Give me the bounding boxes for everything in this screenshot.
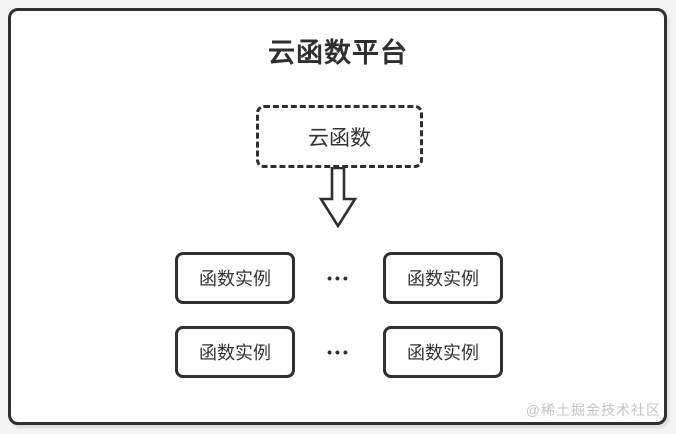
function-instance-label: 函数实例 [199, 343, 271, 363]
function-instance-node: 函数实例 [175, 326, 295, 378]
down-arrow-icon [318, 167, 358, 228]
function-instance-node: 函数实例 [383, 252, 503, 304]
cloud-function-label: 云函数 [308, 126, 371, 150]
function-instance-node: 函数实例 [383, 326, 503, 378]
function-instance-label: 函数实例 [407, 343, 479, 363]
watermark: @稀土掘金技术社区 [525, 402, 661, 418]
function-instance-node: 函数实例 [175, 252, 295, 304]
cloud-function-node: 云函数 [256, 105, 423, 168]
function-instance-label: 函数实例 [407, 269, 479, 289]
ellipsis: ••• [327, 344, 351, 360]
function-instance-label: 函数实例 [199, 269, 271, 289]
ellipsis: ••• [327, 270, 351, 286]
diagram-title: 云函数平台 [268, 38, 408, 68]
